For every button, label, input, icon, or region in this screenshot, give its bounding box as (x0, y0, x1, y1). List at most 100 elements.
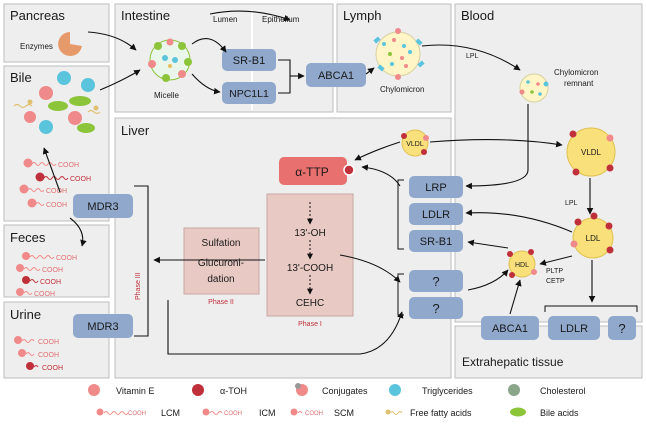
ldl-label: LDL (586, 234, 601, 243)
chylomicron-label: Chylomicron (380, 85, 424, 94)
phase1-box: 13'-OH 13'-COOH CEHC (266, 193, 354, 317)
cooh-label: COOH (42, 365, 63, 372)
urine-title: Urine (10, 307, 41, 322)
legend-cholesterol: Cholesterol (508, 384, 586, 396)
feces-metabolites: COOH COOH COOH COOH (16, 252, 77, 298)
srb1-liver-box: SR-B1 (409, 230, 463, 252)
cooh-label: COOH (38, 339, 59, 346)
srb1-intestine-box: SR-B1 (222, 49, 276, 71)
vldl-small-label: VLDL (406, 141, 424, 148)
receptor-bracket (397, 179, 404, 250)
cooh-label: COOH (34, 291, 55, 298)
phase1-step-13oh: 13'-OH (294, 228, 325, 239)
ldlr-bottom-label: LDLR (560, 323, 588, 335)
pancreas-panel: Pancreas Enzymes (3, 3, 110, 63)
pancreas-title: Pancreas (10, 8, 65, 23)
attp-box: α-TTP (279, 157, 355, 185)
free-fatty-acids-swatch-icon (389, 411, 403, 415)
svg-text:Free fatty acids: Free fatty acids (410, 408, 472, 418)
abca1-bottom-box: ABCA1 (481, 316, 539, 340)
phase2-glucuroni: Glucuroni- (198, 258, 244, 269)
hdl-label: HDL (515, 262, 529, 269)
enzyme-pacman-icon (58, 32, 82, 56)
lrp-box: LRP (409, 176, 463, 198)
icm-swatch-icon (209, 411, 223, 415)
bottom-bracket (544, 305, 638, 312)
lumen-label: Lumen (213, 15, 237, 24)
cooh-label: COOH (40, 279, 61, 286)
chylo-remnant-label-1: Chylomicron (554, 68, 598, 77)
pltp-label: PLTP (546, 268, 563, 275)
cooh-label: COOH (46, 202, 67, 209)
feces-panel: Feces (3, 224, 110, 298)
lpl-top-label: LPL (466, 53, 479, 60)
phase2-label: Phase II (208, 299, 234, 306)
legend-free-fatty-acids: Free fatty acids (385, 408, 472, 418)
unknown-transporter-2-box: ? (409, 297, 463, 319)
micelle-icon (148, 38, 192, 82)
svg-text:ICM: ICM (259, 408, 276, 418)
bile-molecules (13, 71, 101, 134)
legend-triglycerides: Triglycerides (389, 384, 473, 396)
mdr3-bile-label: MDR3 (87, 201, 118, 213)
svg-text:SCM: SCM (334, 408, 354, 418)
vitamin-e-swatch-icon (88, 384, 100, 396)
phase2-dation: dation (207, 274, 234, 285)
intestine-title: Intestine (121, 8, 170, 23)
urine-metabolites: COOH COOH COOH (14, 336, 63, 372)
lpl-mid-label: LPL (565, 200, 578, 207)
abca1-intestine-box: ABCA1 (306, 63, 366, 87)
svg-text:α-TOH: α-TOH (220, 386, 247, 396)
svg-text:COOH: COOH (305, 411, 323, 417)
unknown-transporter-1-label: ? (432, 274, 439, 289)
phase2-sulfation: Sulfation (202, 238, 241, 249)
legend-lcm: COOH LCM (96, 408, 180, 418)
phase2-box: Sulfation Glucuroni- dation (183, 227, 260, 295)
vldl-large-icon: VLDL (566, 127, 616, 177)
blood-title: Blood (461, 8, 494, 23)
npc1l1-label: NPC1L1 (229, 88, 269, 100)
legend: Vitamin E α-TOH Conjugates Triglycerides… (88, 383, 586, 418)
unknown-transporter-1-box: ? (409, 270, 463, 292)
extrahepatic-title: Extrahepatic tissue (462, 355, 564, 369)
cetp-label: CETP (546, 278, 565, 285)
hdl-icon: HDL (507, 249, 537, 278)
cooh-label: COOH (56, 255, 77, 262)
chylo-remnant-label-2: remnant (564, 79, 594, 88)
npc1l1-box: NPC1L1 (222, 82, 276, 104)
triglycerides-swatch-icon (389, 384, 401, 396)
ldlr-liver-label: LDLR (422, 209, 450, 221)
scm-swatch-icon (297, 411, 303, 414)
svg-text:COOH: COOH (224, 411, 242, 417)
legend-bile-acids: Bile acids (510, 407, 579, 418)
pathway-arrows (42, 10, 596, 355)
abca1-intestine-label: ABCA1 (318, 70, 354, 82)
atoh-swatch-icon (192, 384, 204, 396)
ldl-icon: LDL (570, 212, 614, 259)
legend-atoh: α-TOH (192, 384, 247, 396)
micelle-label: Micelle (154, 91, 179, 100)
legend-vitamin-e: Vitamin E (88, 384, 154, 396)
svg-text:Triglycerides: Triglycerides (422, 386, 473, 396)
legend-icm: COOH ICM (202, 408, 276, 418)
srb1-liver-label: SR-B1 (420, 236, 452, 248)
mdr3-urine-label: MDR3 (87, 321, 118, 333)
cholesterol-swatch-icon (508, 384, 520, 396)
phase1-label: Phase I (298, 321, 322, 328)
ldlr-bottom-box: LDLR (548, 316, 600, 340)
legend-conjugates: Conjugates (295, 383, 368, 396)
bile-acids-swatch-icon (510, 407, 526, 417)
mdr3-bile-box: MDR3 (73, 194, 133, 218)
vldl-small-icon: VLDL (401, 129, 429, 157)
cooh-label: COOH (58, 162, 79, 169)
phase1-step-cehc: CEHC (296, 298, 324, 309)
unknown-transporter-2-label: ? (432, 301, 439, 316)
chylomicron-remnant-icon (519, 73, 549, 103)
feces-title: Feces (10, 230, 46, 245)
attp-label: α-TTP (295, 165, 329, 179)
svg-text:Bile acids: Bile acids (540, 408, 579, 418)
ldlr-liver-box: LDLR (409, 203, 463, 225)
mdr3-urine-box: MDR3 (73, 314, 133, 338)
svg-text:Conjugates: Conjugates (322, 386, 368, 396)
